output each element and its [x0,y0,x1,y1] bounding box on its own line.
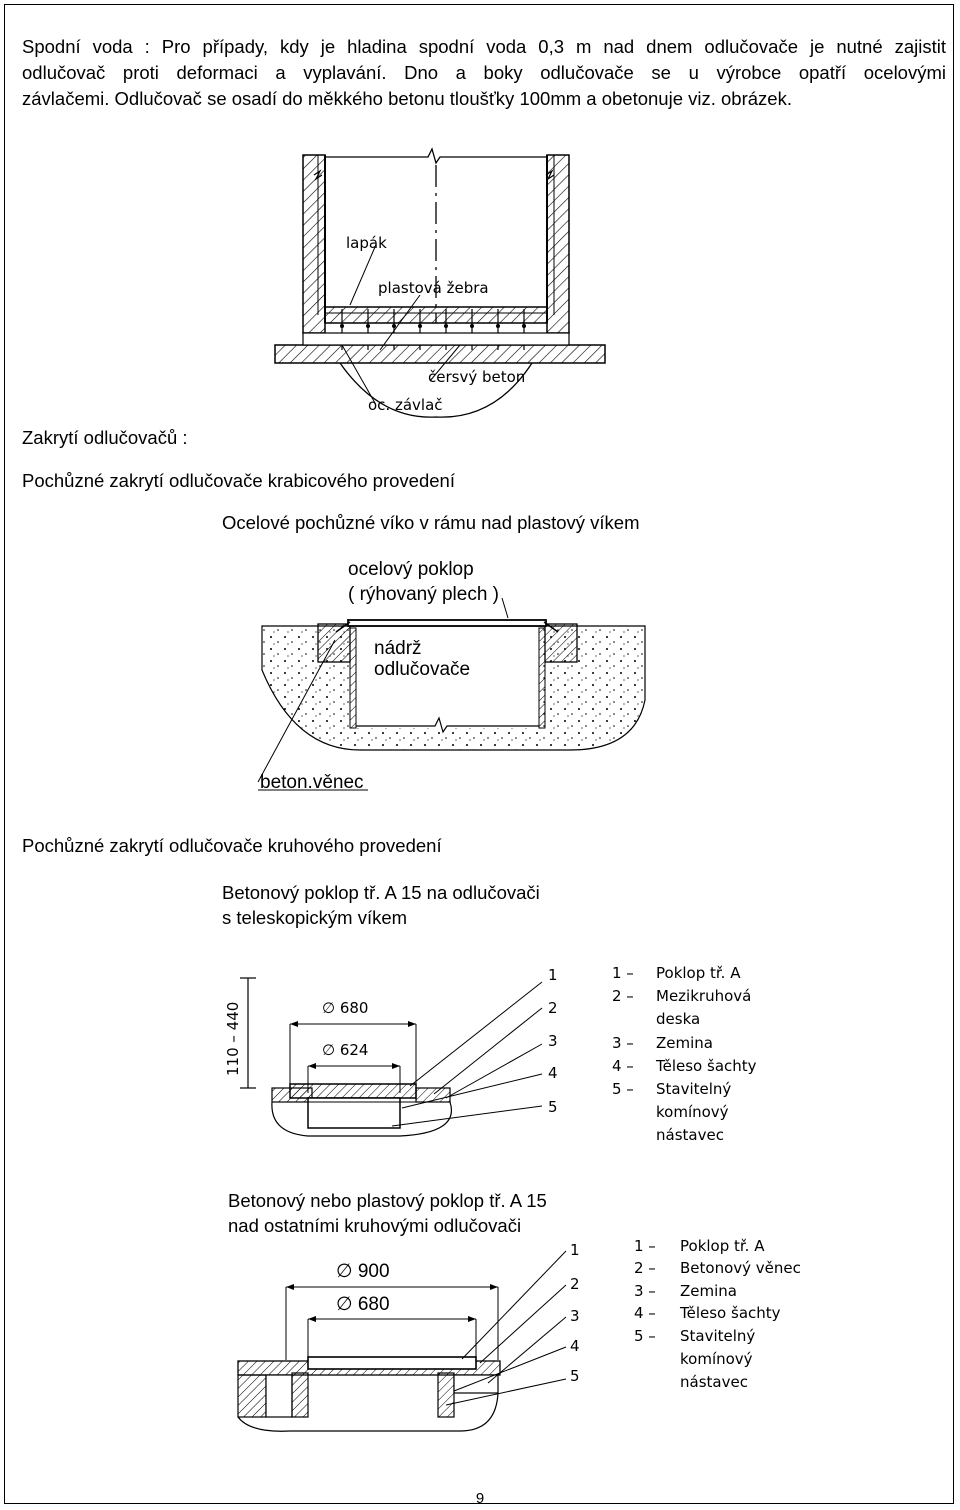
subheading-round-line2: s teleskopickým víkem [222,907,408,928]
legend2-text-2: Betonový věnec [680,1259,801,1277]
label-tank-line2: odlučovače [374,659,470,680]
dim-inner-diameter: ∅ 624 [322,1041,368,1059]
callout-1b: 1 [570,1241,580,1259]
legend2-text-3: Zemina [680,1282,737,1300]
legend2-text-5c: nástavec [680,1373,748,1391]
label-plastic-ribs: plastová žebra [378,279,489,297]
callout-5: 5 [548,1098,558,1116]
legend2-text-1: Poklop tř. A [680,1237,765,1255]
legend2-num-2: 2 – [634,1259,656,1277]
callout-2b: 2 [570,1275,580,1293]
label-fresh-concrete: čersvý beton [428,368,525,386]
label-steel-cover: ocelový poklop [348,559,474,580]
legend-text-4: Těleso šachty [655,1057,757,1075]
legend-text-5c: nástavec [656,1126,724,1144]
callout-3b: 3 [570,1307,580,1325]
heading-box-cover: Pochůzné zakrytí odlučovače krabicového … [22,470,455,491]
label-tank-line1: nádrž [374,638,422,659]
figure-round-cover: ∅ 900 ∅ 680 1 2 3 4 5 1 – Poklop tř. A 2… [237,1237,801,1432]
legend2-text-4: Těleso šachty [679,1304,781,1322]
subheading-other-line1: Betonový nebo plastový poklop tř. A 15 [228,1190,547,1211]
dim-inner-diameter-2: ∅ 680 [336,1294,390,1315]
legend-num-5: 5 – [612,1080,634,1098]
figure-telescopic-cover: 110 – 440 ∅ 680 ∅ 624 1 2 3 4 5 1 – Pokl… [224,964,757,1144]
callout-5b: 5 [570,1367,580,1385]
subheading-other-line2: nad ostatními kruhovými odlučovači [228,1215,522,1236]
label-lapak: lapák [346,234,387,252]
label-concrete-ring: beton.věnec [260,772,364,793]
figure-anchored-separator: lapák plastová žebra čersvý beton oc. zá… [274,147,606,418]
legend-num-4: 4 – [612,1057,634,1075]
page-number: 9 [475,1490,485,1507]
intro-paragraph: Spodní voda : Pro případy, kdy je hladin… [22,34,946,112]
subheading-round-line1: Betonový poklop tř. A 15 na odlučovači [222,882,540,903]
legend2-num-5: 5 – [634,1327,656,1345]
intro-line-3: závlačemi. Odlučovač se osadí do měkkého… [22,88,792,109]
legend2-num-4: 4 – [634,1304,656,1322]
label-steel-anchor: oc. závlač [368,396,443,414]
callout-4: 4 [548,1064,558,1082]
subheading-box-cover: Ocelové pochůzné víko v rámu nad plastov… [222,512,640,533]
heading-round-cover: Pochůzné zakrytí odlučovače kruhového pr… [22,835,442,856]
heading-covers: Zakrytí odlučovačů : [22,427,188,448]
dim-outer-diameter-2: ∅ 900 [336,1261,390,1282]
legend-num-3: 3 – [612,1034,634,1052]
legend-text-1: Poklop tř. A [656,964,741,982]
intro-line-1: Spodní voda : Pro případy, kdy je hladin… [22,36,946,57]
callout-3: 3 [548,1032,558,1050]
legend-text-5: Stavitelný [656,1080,731,1098]
label-ribbed-plate: ( rýhovaný plech ) [348,584,499,605]
legend2-text-5b: komínový [680,1350,753,1368]
callout-2: 2 [548,999,558,1017]
figure-box-cover: ocelový poklop ( rýhovaný plech ) nádrž … [257,559,646,793]
legend-num-2: 2 – [612,987,634,1005]
legend-round: 1 – Poklop tř. A 2 – Betonový věnec 3 – … [634,1237,801,1391]
legend2-num-1: 1 – [634,1237,656,1255]
callout-4b: 4 [570,1337,580,1355]
legend2-text-5: Stavitelný [680,1327,755,1345]
legend-text-2b: deska [656,1010,700,1028]
dim-height: 110 – 440 [224,1002,242,1076]
legend-text-5b: komínový [656,1103,729,1121]
callout-1: 1 [548,966,558,984]
dim-outer-diameter: ∅ 680 [322,999,368,1017]
page-frame [4,4,954,1504]
legend-num-1: 1 – [612,964,634,982]
legend-text-3: Zemina [656,1034,713,1052]
legend2-num-3: 3 – [634,1282,656,1300]
intro-line-2: odlučovač proti deformaci a vyplavání. D… [22,62,946,83]
legend-telescopic: 1 – Poklop tř. A 2 – Mezikruhová deska 3… [612,964,757,1144]
legend-text-2: Mezikruhová [656,987,751,1005]
